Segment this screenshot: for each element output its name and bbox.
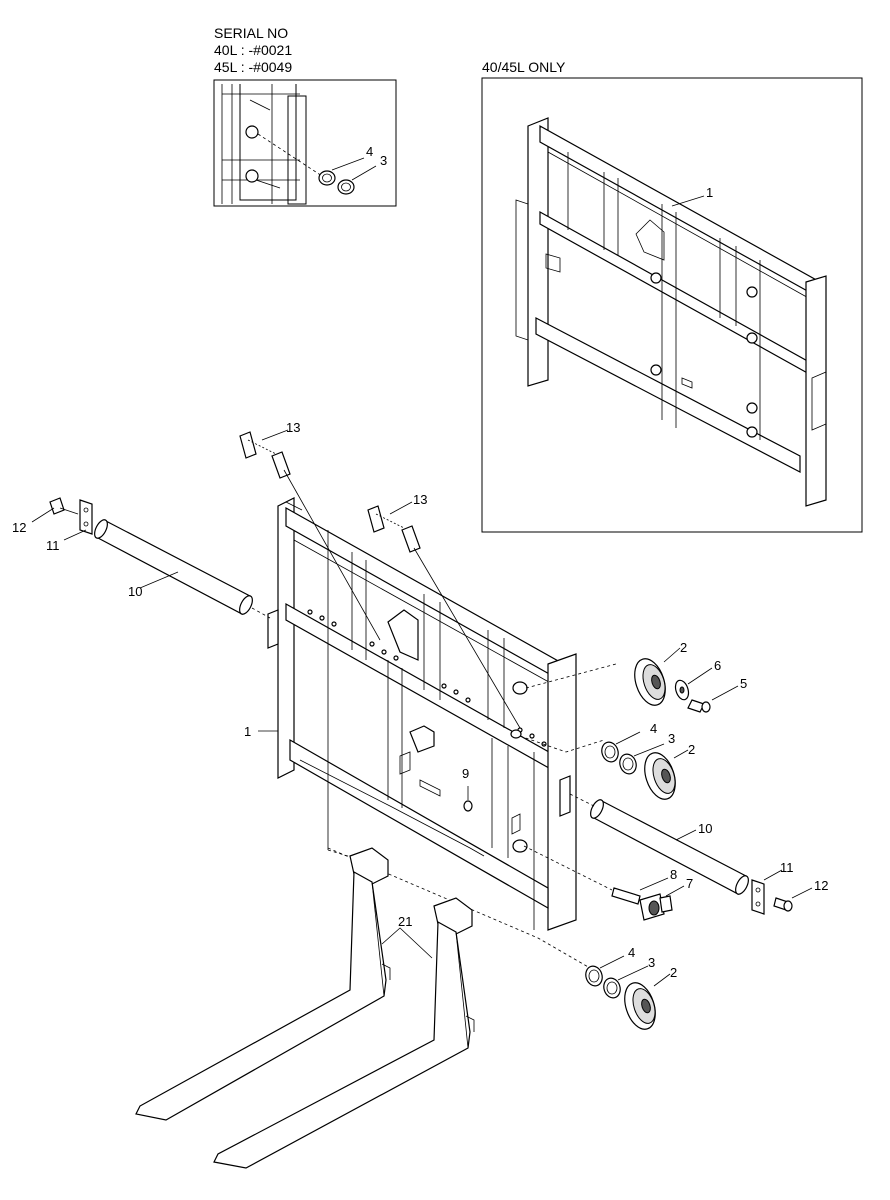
leader-13-right bbox=[389, 501, 413, 515]
callout-2-low: 2 bbox=[670, 965, 677, 980]
leader-2-low bbox=[653, 973, 671, 987]
dash-forks bbox=[327, 849, 453, 911]
center-hook bbox=[387, 609, 419, 661]
leader-4-low bbox=[599, 955, 625, 969]
serial-no-45l: 45L : -#0049 bbox=[214, 59, 292, 75]
leader-3-mid bbox=[633, 743, 665, 757]
callout-2-mid: 2 bbox=[688, 742, 695, 757]
callout-6: 6 bbox=[714, 658, 721, 673]
shaft-left bbox=[94, 519, 271, 619]
leader-8 bbox=[639, 877, 669, 891]
top-bar bbox=[285, 506, 561, 682]
bracket-right bbox=[751, 879, 765, 915]
inset-shim-4 bbox=[318, 170, 336, 186]
fork-left bbox=[135, 847, 391, 1121]
leader-21 bbox=[381, 927, 433, 959]
stud-lower bbox=[512, 839, 528, 853]
bolt-8 bbox=[611, 887, 641, 905]
callout-3-low: 3 bbox=[648, 955, 655, 970]
inset-shim-3 bbox=[337, 179, 355, 195]
nut-9 bbox=[463, 786, 473, 812]
bottom-plate bbox=[289, 738, 549, 910]
leader-2-top bbox=[663, 647, 681, 663]
lock-pin-right bbox=[367, 505, 521, 729]
shaft-right bbox=[569, 793, 749, 895]
leader-10-right bbox=[675, 829, 697, 841]
inset-stud-lower bbox=[245, 169, 259, 183]
stud-upper bbox=[512, 681, 528, 695]
leader-6 bbox=[687, 667, 713, 685]
leader-12-right bbox=[791, 887, 813, 899]
callout-5: 5 bbox=[740, 676, 747, 691]
leader-11-left bbox=[63, 529, 87, 541]
model-4045-inset: 40/45L ONLY bbox=[481, 59, 863, 533]
callout-21: 21 bbox=[398, 914, 412, 929]
roller-mid bbox=[644, 752, 676, 800]
leader-11-right bbox=[763, 869, 783, 881]
model-4045-inset-frame bbox=[481, 77, 863, 533]
washer-6 bbox=[674, 679, 690, 701]
dash-stopper bbox=[523, 845, 613, 891]
callout-12-left: 12 bbox=[12, 520, 26, 535]
shim-3-mid bbox=[619, 753, 637, 775]
stopper-7 bbox=[639, 893, 673, 921]
callout-9: 9 bbox=[462, 766, 469, 781]
hole-row bbox=[307, 609, 547, 747]
serial-no-inset: SERIAL NO 40L : -#0021 45L : -#0049 4 3 bbox=[213, 25, 397, 207]
leader-4-mid bbox=[615, 731, 641, 745]
model-4045-heading: 40/45L ONLY bbox=[482, 59, 566, 75]
serial-inset-drawing bbox=[221, 84, 377, 205]
inset-stud-upper bbox=[245, 125, 259, 139]
roller-top bbox=[634, 658, 666, 706]
callout-4-mid: 4 bbox=[650, 721, 657, 736]
inset-callout-1: 1 bbox=[706, 185, 713, 200]
bolt-right bbox=[773, 897, 793, 912]
leader-2-mid bbox=[673, 749, 689, 759]
bracket-left bbox=[79, 499, 93, 535]
leader-3-low bbox=[617, 965, 649, 981]
bolt-left bbox=[49, 497, 79, 515]
callout-7: 7 bbox=[686, 876, 693, 891]
inset-callout-3: 3 bbox=[380, 153, 387, 168]
carriage-assembly bbox=[267, 497, 577, 931]
serial-no-40l: 40L : -#0021 bbox=[214, 42, 292, 58]
callout-13-left: 13 bbox=[286, 420, 300, 435]
callout-2-top: 2 bbox=[680, 640, 687, 655]
callout-12-right: 12 bbox=[814, 878, 828, 893]
leader-5 bbox=[711, 685, 739, 701]
carriage-callout-1: 1 bbox=[244, 724, 251, 739]
shim-3-low bbox=[603, 977, 621, 999]
inset-callout-4: 4 bbox=[366, 144, 373, 159]
dash-shims-low bbox=[327, 847, 591, 969]
dash-shims-mid bbox=[519, 735, 605, 753]
callout-13-right: 13 bbox=[413, 492, 427, 507]
callout-11-right: 11 bbox=[780, 860, 794, 875]
leader-12-left bbox=[31, 507, 55, 523]
inset-leader-1 bbox=[671, 195, 705, 207]
shim-4-mid bbox=[601, 741, 619, 763]
callout-10-left: 10 bbox=[128, 584, 142, 599]
callout-4-low: 4 bbox=[628, 945, 635, 960]
shim-4-low bbox=[585, 965, 603, 987]
inset-carriage-drawing bbox=[515, 117, 827, 507]
callout-3-mid: 3 bbox=[668, 731, 675, 746]
callout-11-left: 11 bbox=[46, 538, 60, 553]
leader-7 bbox=[665, 885, 685, 897]
callout-10-right: 10 bbox=[698, 821, 712, 836]
bolt-5 bbox=[687, 699, 711, 713]
serial-no-heading: SERIAL NO bbox=[214, 25, 288, 41]
serial-inset-frame bbox=[213, 79, 397, 207]
left-upright bbox=[277, 497, 295, 779]
callout-8: 8 bbox=[670, 867, 677, 882]
leader-13-left bbox=[261, 429, 289, 441]
roller-low bbox=[624, 982, 656, 1030]
fork-right bbox=[213, 897, 475, 1169]
leader-10-left bbox=[139, 571, 179, 589]
lock-pin-left bbox=[239, 431, 381, 641]
